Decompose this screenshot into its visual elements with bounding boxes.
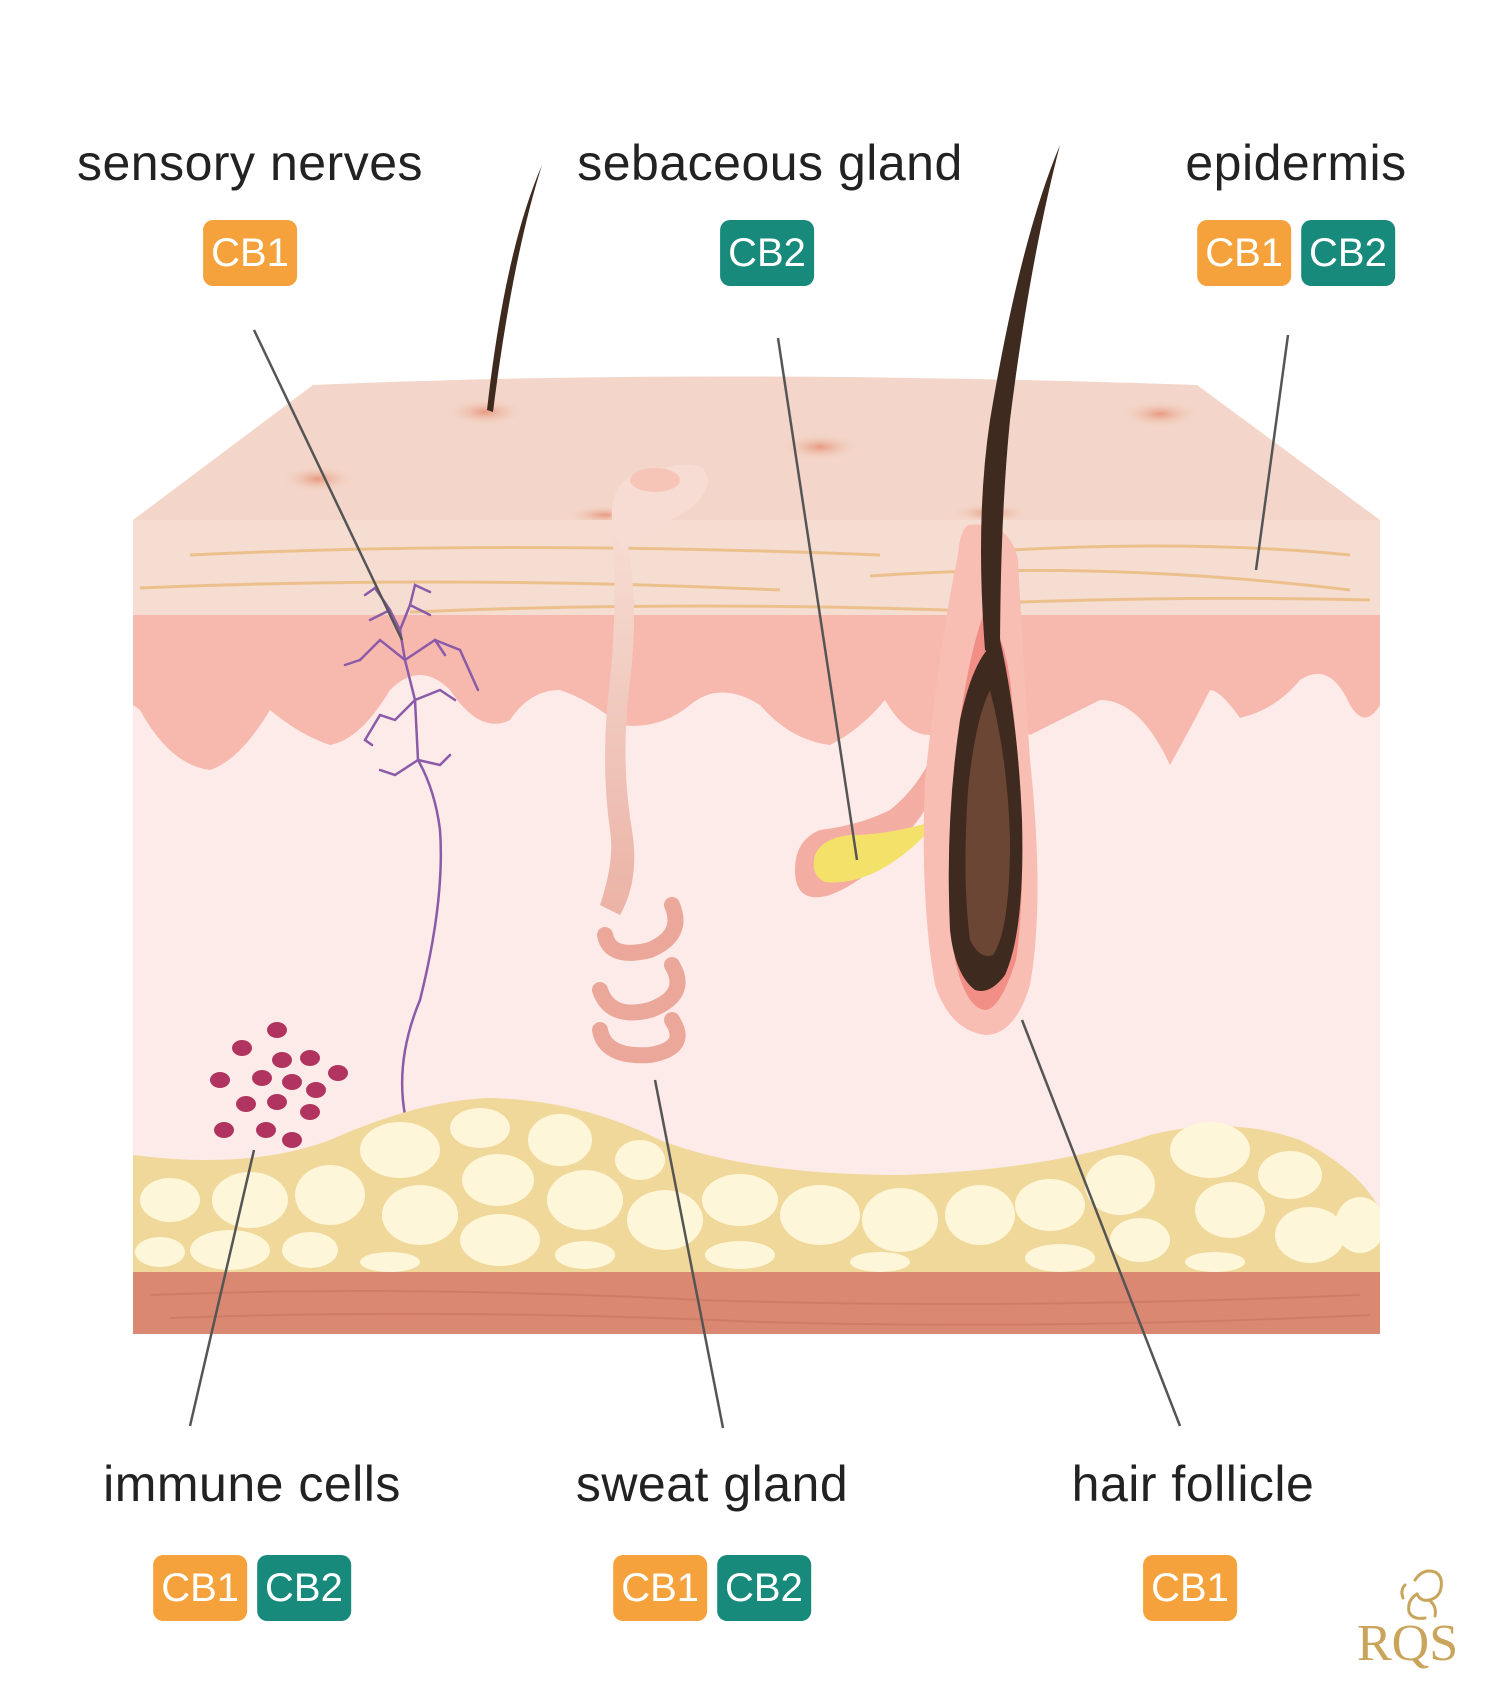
- immune-cells-cluster: [210, 1022, 348, 1148]
- sebaceous-gland: [813, 820, 938, 883]
- label-sensory-nerves: sensory nerves: [76, 135, 424, 191]
- sweat-gland-coil: [592, 897, 686, 1064]
- hair-bulb-core: [965, 690, 1010, 956]
- hair-shaft: [981, 145, 1060, 660]
- cb1-badge: CB1: [153, 1555, 247, 1621]
- pore: [780, 433, 860, 461]
- pore: [1120, 400, 1200, 428]
- leader-line-sweat-gland: [653, 1079, 725, 1429]
- fat-cells: [135, 1108, 1380, 1272]
- cb2-badge: CB2: [720, 220, 814, 286]
- leader-line-immune-cells: [188, 1149, 256, 1427]
- leader-line-sensory-nerves: [252, 329, 404, 641]
- cb1-badge: CB1: [1197, 220, 1291, 286]
- badges-sebaceous-gland: CB2: [720, 220, 814, 286]
- hypodermis-band: [133, 1272, 1380, 1334]
- label-sweat-gland: sweat gland: [575, 1456, 849, 1512]
- leader-line-hair-follicle: [1020, 1019, 1182, 1427]
- rqs-logo: RQS: [1357, 1569, 1458, 1672]
- leader-line-epidermis: [1254, 334, 1290, 571]
- cb1-badge: CB1: [613, 1555, 707, 1621]
- pore: [445, 398, 525, 426]
- cb2-badge: CB2: [257, 1555, 351, 1621]
- hypodermis-texture: [149, 1290, 1371, 1326]
- logo-text: RQS: [1357, 1615, 1458, 1672]
- badges-hair-follicle: CB1: [1143, 1555, 1237, 1621]
- label-epidermis: epidermis: [1185, 135, 1407, 191]
- skin-surface: [133, 376, 1380, 520]
- cb2-badge: CB2: [1301, 220, 1395, 286]
- sensory-nerve: [343, 583, 480, 1117]
- label-sebaceous-gland: sebaceous gland: [577, 135, 963, 191]
- leader-line-sebaceous-gland: [776, 337, 859, 861]
- small-hair: [487, 165, 542, 412]
- pore: [280, 465, 356, 493]
- cb1-badge: CB1: [1143, 1555, 1237, 1621]
- sweat-gland-duct: [600, 530, 635, 915]
- sweat-pore-highlight: [630, 468, 680, 492]
- cb2-badge: CB2: [717, 1555, 811, 1621]
- epidermis-layer: [133, 520, 1380, 615]
- label-immune-cells: immune cells: [103, 1456, 401, 1512]
- badges-epidermis: CB1 CB2: [1197, 220, 1395, 286]
- label-hair-follicle: hair follicle: [1071, 1456, 1315, 1512]
- badges-immune-cells: CB1 CB2: [153, 1555, 351, 1621]
- badges-sensory-nerves: CB1: [203, 220, 297, 286]
- badges-sweat-gland: CB1 CB2: [613, 1555, 811, 1621]
- leader-lines: [188, 329, 1290, 1429]
- cb1-badge: CB1: [203, 220, 297, 286]
- epidermis-strata-lines: [139, 544, 1371, 614]
- lion-icon: [1400, 1569, 1443, 1620]
